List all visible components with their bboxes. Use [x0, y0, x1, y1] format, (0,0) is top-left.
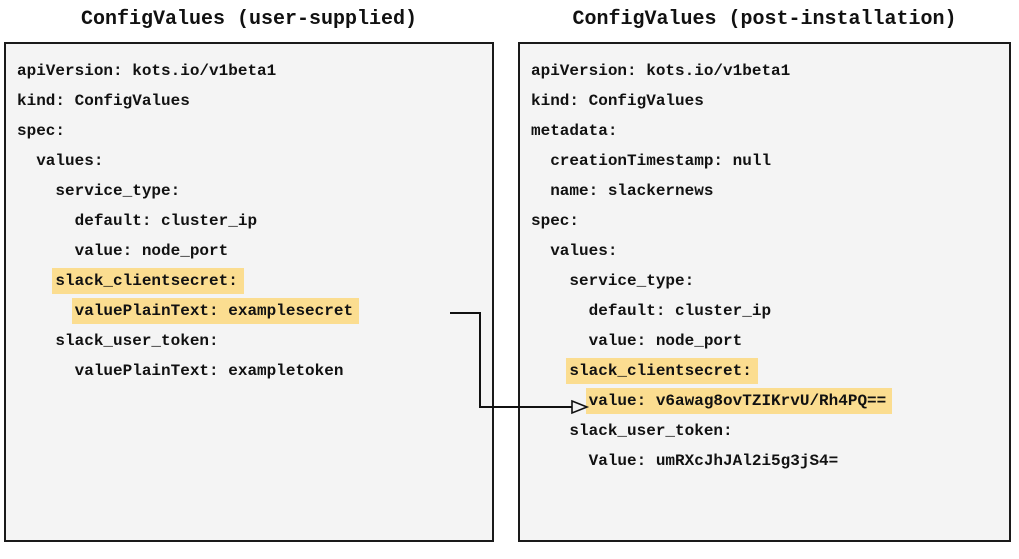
code-line: valuePlainText: examplesecret: [17, 296, 492, 326]
code-text: values:: [36, 152, 104, 170]
code-line: apiVersion: kots.io/v1beta1: [17, 56, 492, 86]
code-indent: [531, 422, 569, 440]
code-text: values:: [550, 242, 618, 260]
code-line: values:: [17, 146, 492, 176]
code-line: slack_user_token:: [17, 326, 492, 356]
code-indent: [531, 362, 569, 380]
code-line: value: v6awag8ovTZIKrvU/Rh4PQ==: [531, 386, 1009, 416]
highlighted-code-text: value: v6awag8ovTZIKrvU/Rh4PQ==: [585, 388, 893, 414]
code-text: slack_user_token:: [55, 332, 219, 350]
code-indent: [531, 452, 589, 470]
code-indent: [17, 152, 36, 170]
code-line: creationTimestamp: null: [531, 146, 1009, 176]
code-line: value: node_port: [531, 326, 1009, 356]
code-line: values:: [531, 236, 1009, 266]
code-line: service_type:: [531, 266, 1009, 296]
code-line: metadata:: [531, 116, 1009, 146]
code-text: value: node_port: [588, 332, 743, 350]
code-indent: [531, 332, 589, 350]
code-line: apiVersion: kots.io/v1beta1: [531, 56, 1009, 86]
code-line: valuePlainText: exampletoken: [17, 356, 492, 386]
right-panel-title: ConfigValues (post-installation): [572, 8, 957, 31]
code-line: name: slackernews: [531, 176, 1009, 206]
code-text: metadata:: [531, 122, 618, 140]
code-indent: [531, 272, 569, 290]
code-indent: [17, 332, 55, 350]
code-line: default: cluster_ip: [17, 206, 492, 236]
code-line: spec:: [17, 116, 492, 146]
code-line: spec:: [531, 206, 1009, 236]
code-indent: [531, 152, 550, 170]
code-text: default: cluster_ip: [588, 302, 772, 320]
highlighted-code-text: valuePlainText: examplesecret: [71, 298, 360, 324]
code-line: Value: umRXcJhJAl2i5g3jS4=: [531, 446, 1009, 476]
code-line: slack_clientsecret:: [17, 266, 492, 296]
code-text: valuePlainText: exampletoken: [74, 362, 344, 380]
code-text: slack_user_token:: [569, 422, 733, 440]
code-text: creationTimestamp: null: [550, 152, 772, 170]
code-text: name: slackernews: [550, 182, 714, 200]
code-text: Value: umRXcJhJAl2i5g3jS4=: [588, 452, 839, 470]
right-panel-code: apiVersion: kots.io/v1beta1 kind: ConfigV…: [520, 44, 1009, 476]
code-indent: [531, 182, 550, 200]
code-line: slack_clientsecret:: [531, 356, 1009, 386]
code-indent: [17, 362, 75, 380]
highlighted-code-text: slack_clientsecret:: [566, 358, 758, 384]
code-text: service_type:: [569, 272, 695, 290]
code-indent: [17, 302, 75, 320]
code-text: apiVersion: kots.io/v1beta1: [531, 62, 791, 80]
code-text: spec:: [531, 212, 580, 230]
code-text: value: node_port: [74, 242, 229, 260]
left-panel: apiVersion: kots.io/v1beta1 kind: ConfigV…: [4, 42, 494, 542]
code-text: apiVersion: kots.io/v1beta1: [17, 62, 277, 80]
code-indent: [17, 182, 55, 200]
code-indent: [531, 242, 550, 260]
code-line: kind: ConfigValues: [17, 86, 492, 116]
code-text: service_type:: [55, 182, 181, 200]
code-indent: [17, 272, 55, 290]
code-indent: [17, 212, 75, 230]
code-text: default: cluster_ip: [74, 212, 258, 230]
highlighted-code-text: slack_clientsecret:: [52, 268, 244, 294]
code-text: spec:: [17, 122, 66, 140]
code-line: slack_user_token:: [531, 416, 1009, 446]
code-line: value: node_port: [17, 236, 492, 266]
code-line: kind: ConfigValues: [531, 86, 1009, 116]
left-panel-code: apiVersion: kots.io/v1beta1 kind: ConfigV…: [6, 44, 492, 386]
code-line: service_type:: [17, 176, 492, 206]
code-indent: [17, 242, 75, 260]
code-indent: [531, 302, 589, 320]
left-panel-title: ConfigValues (user-supplied): [80, 8, 418, 31]
code-line: default: cluster_ip: [531, 296, 1009, 326]
right-panel: apiVersion: kots.io/v1beta1 kind: ConfigV…: [518, 42, 1011, 542]
code-text: kind: ConfigValues: [17, 92, 190, 110]
code-text: kind: ConfigValues: [531, 92, 704, 110]
code-indent: [531, 392, 589, 410]
